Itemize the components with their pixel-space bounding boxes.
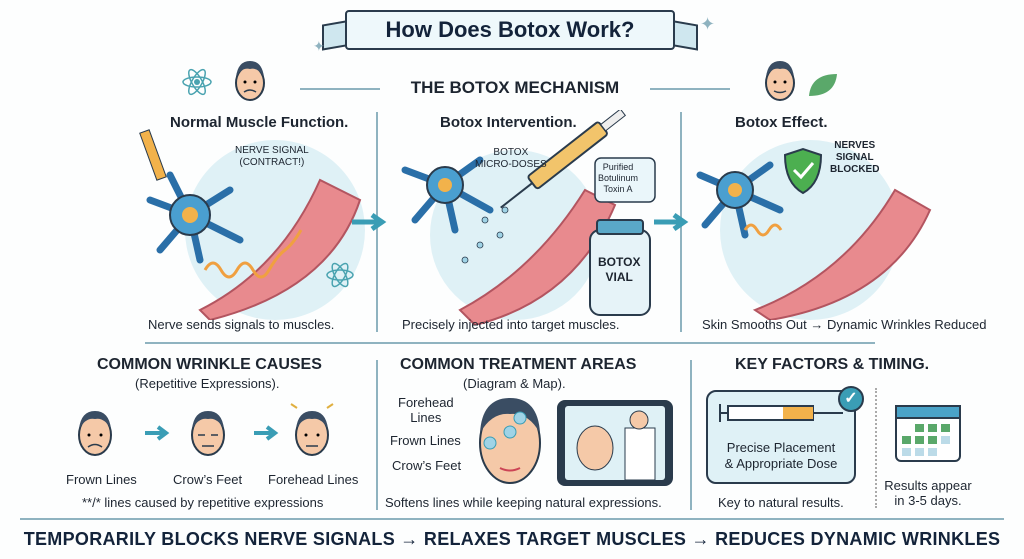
calendar-icon xyxy=(895,405,961,462)
divider xyxy=(300,88,380,90)
face-map-illustration xyxy=(479,398,541,484)
areas-heading: COMMON TREATMENT AREAS xyxy=(400,356,637,373)
arrow-right-icon xyxy=(654,212,689,232)
areas-caption: Softens lines while keeping natural expr… xyxy=(385,495,662,510)
dose-card-text: Precise Placement & Appropriate Dose xyxy=(724,440,838,471)
arrow-right-icon xyxy=(254,425,279,441)
atom-icon xyxy=(182,68,212,96)
blocked-nerve-illustration xyxy=(696,147,932,320)
face-label: Frown Lines xyxy=(66,472,137,487)
divider xyxy=(145,342,875,344)
squint-face-icon xyxy=(191,411,225,456)
vial-label: BOTOX VIAL xyxy=(598,255,641,284)
divider xyxy=(650,88,730,90)
dose-caption: Key to natural results. xyxy=(718,495,844,510)
panel-title-normal: Normal Muscle Function. xyxy=(170,114,349,131)
causes-subtitle: (Repetitive Expressions). xyxy=(135,376,280,391)
divider xyxy=(376,360,378,510)
areas-subtitle: (Diagram & Map). xyxy=(463,376,566,391)
panel-caption-normal: Nerve sends signals to muscles. xyxy=(148,317,335,332)
injection-illustration xyxy=(401,110,656,325)
panel-title-intervention: Botox Intervention. xyxy=(440,114,577,131)
tablet-illustration xyxy=(557,400,673,486)
panel-caption-intervention: Precisely injected into target muscles. xyxy=(402,317,620,332)
timing-text: Results appear in 3-5 days. xyxy=(884,478,972,508)
raised-brow-face-icon xyxy=(290,403,334,456)
arrow-right-icon xyxy=(145,425,170,441)
syringe-icon xyxy=(719,404,843,422)
toxin-bubble: Purified Botulinum Toxin A xyxy=(598,162,639,194)
nerve-signal-label: NERVE SIGNAL (CONTRACT!) xyxy=(235,145,309,168)
causes-heading: COMMON WRINKLE CAUSES xyxy=(97,356,322,373)
page-title: How Does Botox Work? xyxy=(345,10,675,50)
factors-heading: KEY FACTORS & TIMING. xyxy=(735,356,930,373)
face-label: Crow’s Feet xyxy=(173,472,243,487)
mechanism-heading: THE BOTOX MECHANISM xyxy=(410,78,620,97)
summary-footer: TEMPORARILY BLOCKS NERVE SIGNALS → RELAX… xyxy=(23,529,1001,549)
sparkle-icon: ✦ xyxy=(313,38,325,54)
divider xyxy=(20,518,1004,520)
face-label: Forehead Lines xyxy=(268,472,359,487)
sparkle-icon: ✦ xyxy=(700,14,716,34)
micro-doses-label: BOTOX MICRO-DOSES xyxy=(475,147,547,170)
check-icon: ✓ xyxy=(838,386,864,412)
divider xyxy=(875,388,877,508)
causes-note: **/* lines caused by repetitive expressi… xyxy=(82,495,324,510)
worried-face-icon xyxy=(235,61,265,101)
divider xyxy=(690,360,692,510)
panel-caption-effect: Skin Smooths Out → Dynamic Wrinkles Redu… xyxy=(702,317,987,332)
calm-face-icon xyxy=(765,61,795,101)
area-label-crows-feet: Crow’s Feet xyxy=(392,458,462,473)
leaf-icon xyxy=(809,74,837,96)
area-label-frown: Frown Lines xyxy=(390,433,461,448)
signal-blocked-label: NERVES SIGNAL BLOCKED xyxy=(830,140,880,175)
nerve-muscle-illustration xyxy=(139,129,362,320)
arrow-right-icon xyxy=(352,212,387,232)
panel-title-effect: Botox Effect. xyxy=(735,114,828,131)
frown-face-icon xyxy=(78,411,112,456)
area-label-forehead: Forehead Lines xyxy=(398,395,454,425)
